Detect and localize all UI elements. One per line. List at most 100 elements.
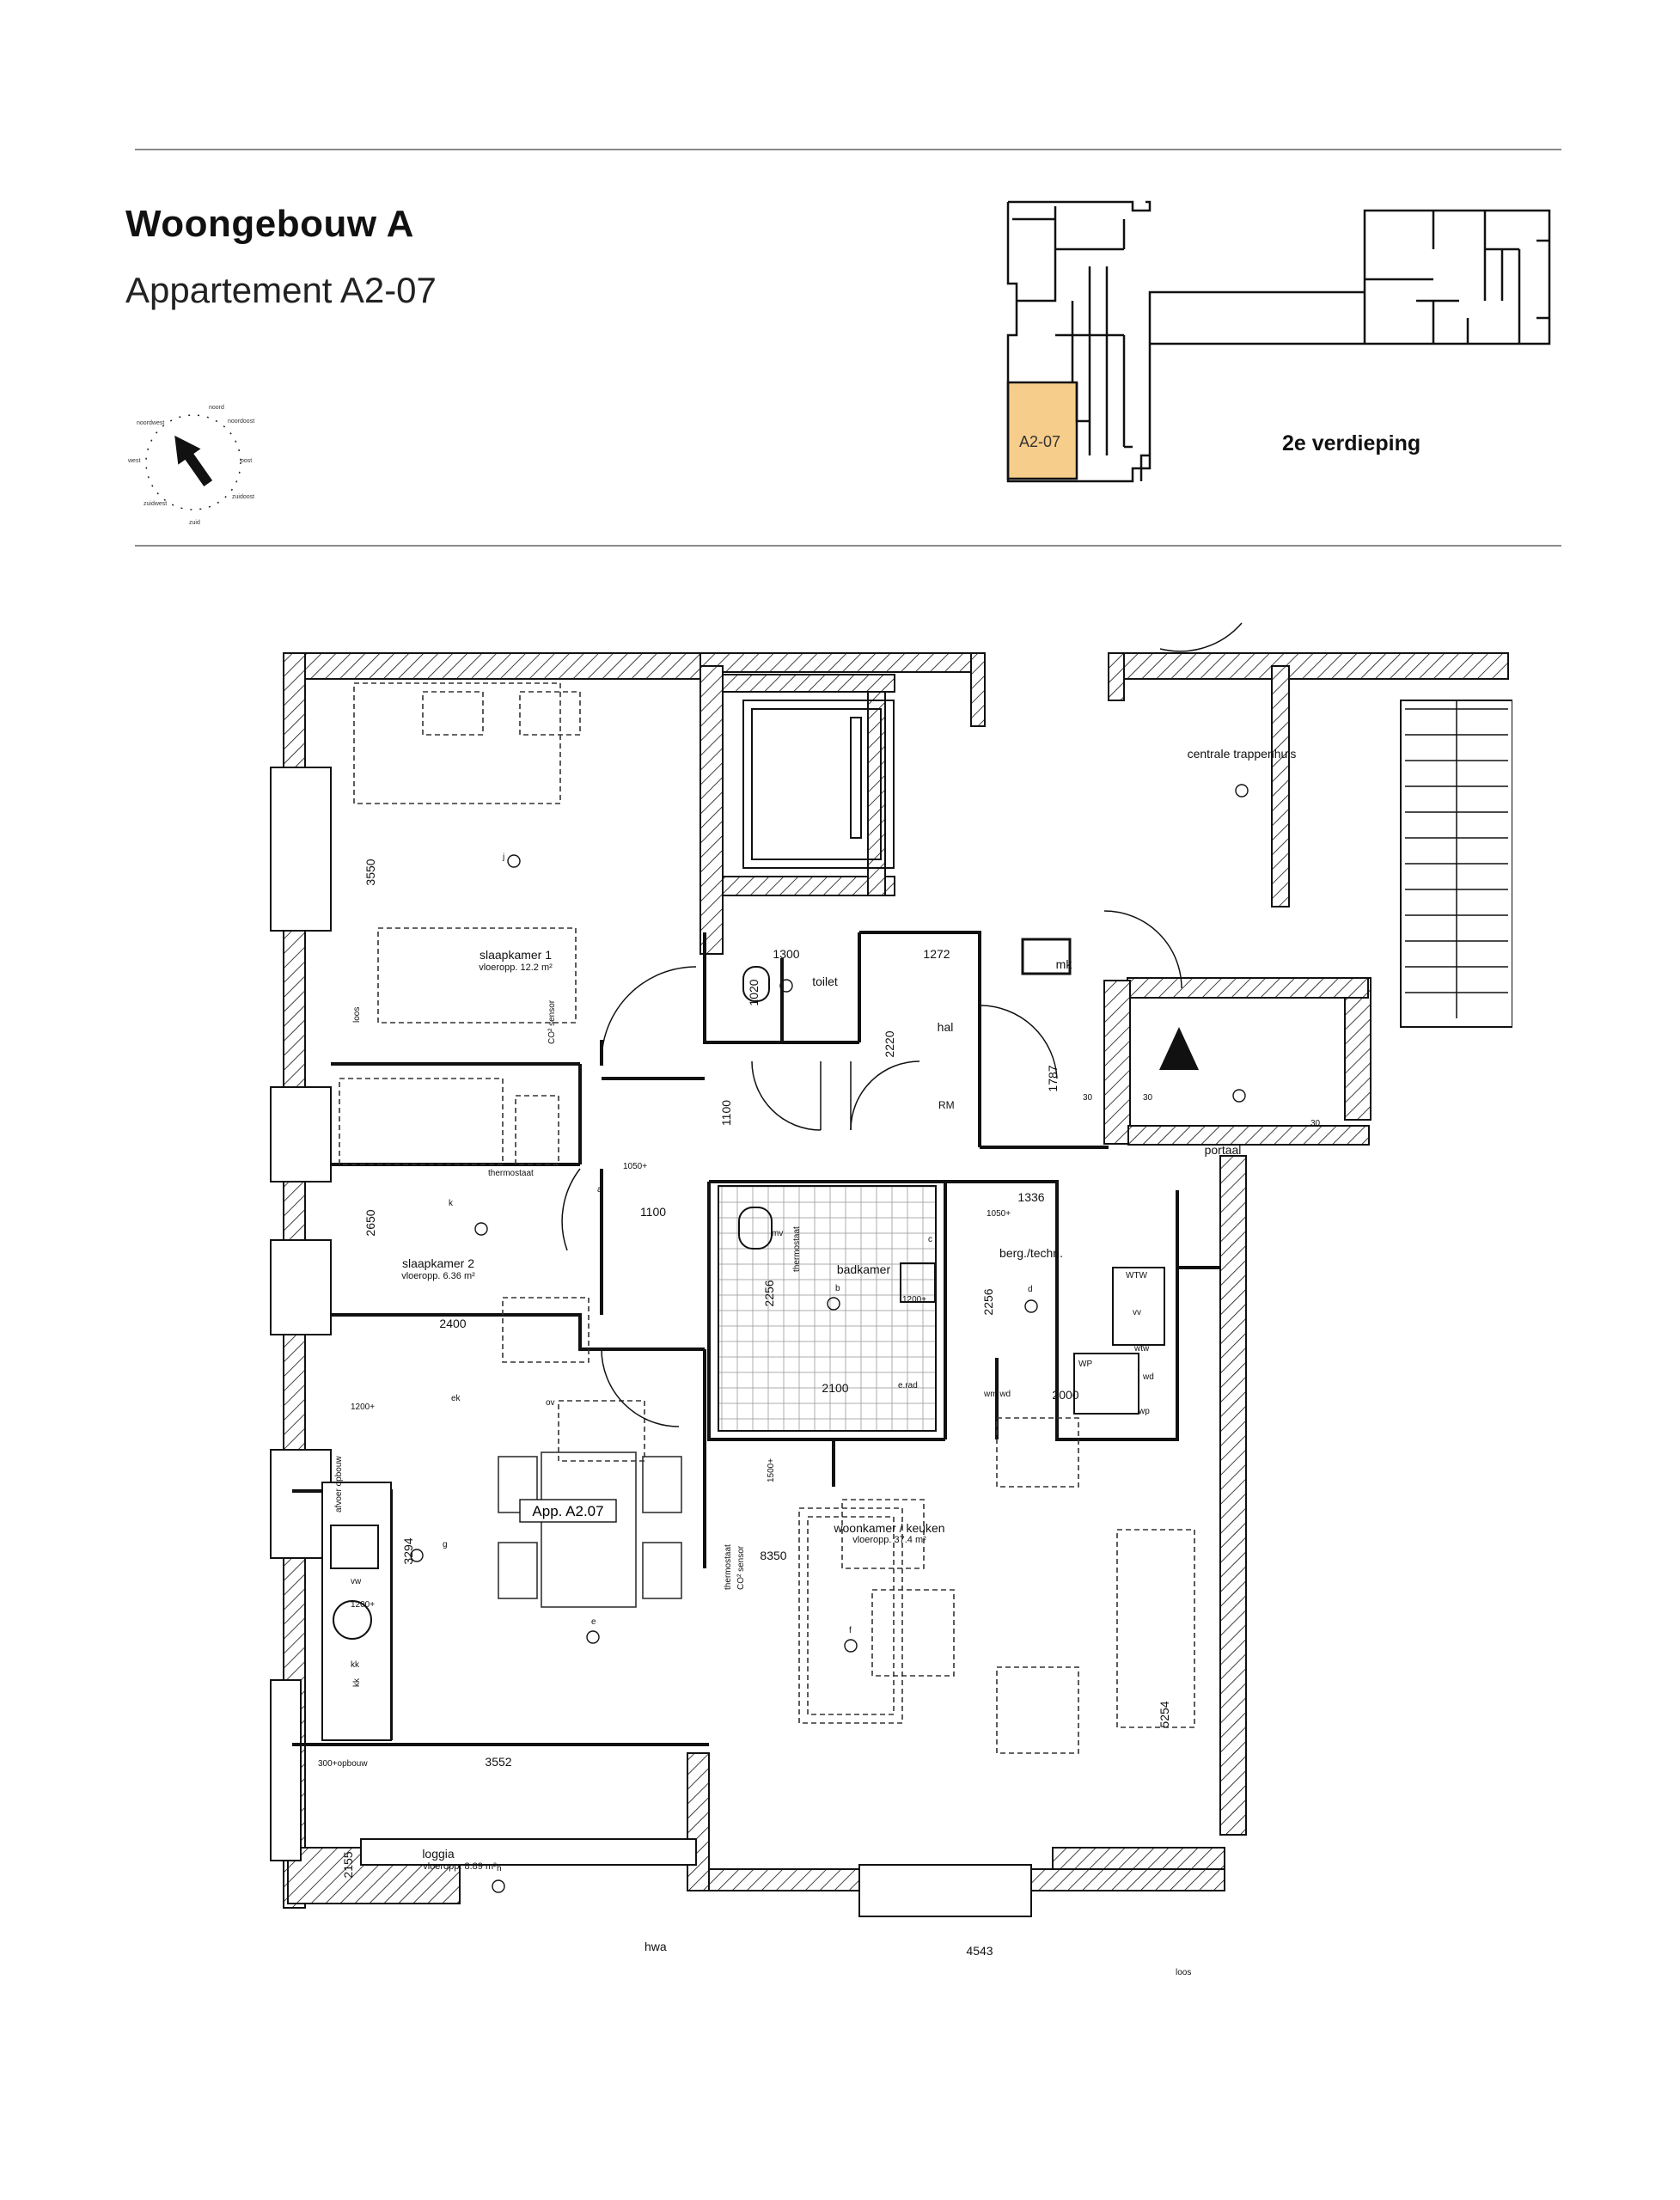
room-label-hal: hal bbox=[938, 1020, 954, 1034]
top-divider bbox=[135, 149, 1561, 150]
dimension-2220: 2220 bbox=[883, 1030, 896, 1057]
wtw-unit bbox=[1112, 1267, 1165, 1346]
compass-label: noordoost bbox=[228, 419, 254, 425]
unit-label: App. A2.07 bbox=[532, 1503, 603, 1519]
dining-table bbox=[498, 1451, 682, 1608]
compass-label: noordwest bbox=[137, 420, 164, 426]
dimension-2100: 2100 bbox=[822, 1381, 848, 1395]
annotation-wd: wd bbox=[1142, 1372, 1154, 1382]
dimension-1100: 1100 bbox=[640, 1205, 666, 1219]
annotation-1050-b: 1050+ bbox=[987, 1209, 1011, 1219]
letter-c: c bbox=[928, 1235, 932, 1244]
room-area-loggia: vloeropp. 8.89 m² bbox=[423, 1861, 497, 1872]
annotation-1200-b: 1200+ bbox=[351, 1600, 375, 1610]
stair bbox=[1405, 700, 1508, 1018]
floor-plan: slaapkamer 1 vloeropp. 12.2 m² slaapkame… bbox=[270, 622, 1512, 1977]
room-area-slaapkamer-1: vloeropp. 12.2 m² bbox=[479, 962, 553, 973]
annotation-30-a: 30 bbox=[1083, 1093, 1093, 1103]
page-subtitle: Appartement A2-07 bbox=[125, 270, 437, 310]
dimension-4543: 4543 bbox=[966, 1944, 993, 1958]
annotation-1200-a: 1200+ bbox=[351, 1402, 375, 1412]
letter-e: e bbox=[591, 1617, 596, 1627]
annotation-300-opbouw: 300+opbouw bbox=[318, 1759, 368, 1769]
page-title: Woongebouw A bbox=[125, 203, 414, 245]
annotation-thermostaat-bad: thermostaat bbox=[792, 1226, 802, 1272]
annotation-ek: ek bbox=[451, 1394, 461, 1403]
annotation-wm-wd: wm wd bbox=[983, 1390, 1011, 1399]
compass-label: zuidoost bbox=[232, 494, 254, 500]
compass-ticks bbox=[145, 414, 241, 510]
compass-rose: noord noordoost oost zuidoost zuid zuidw… bbox=[127, 405, 254, 526]
letter-a: a bbox=[597, 1185, 602, 1195]
dimension-2000: 2000 bbox=[1052, 1388, 1078, 1402]
dimension-2256-bath: 2256 bbox=[762, 1280, 776, 1306]
letter-f: f bbox=[849, 1626, 852, 1635]
letter-g: g bbox=[443, 1540, 448, 1549]
annotation-1050-a: 1050+ bbox=[623, 1162, 647, 1171]
letter-d: d bbox=[1028, 1285, 1033, 1294]
keyplan-unit-label: A2-07 bbox=[1019, 433, 1060, 450]
dimension-1272: 1272 bbox=[923, 947, 950, 961]
compass-label: zuidwest bbox=[144, 501, 167, 507]
compass-label: zuid bbox=[189, 520, 200, 526]
compass-label: west bbox=[127, 458, 140, 464]
room-area-slaapkamer-2: vloeropp. 6.36 m² bbox=[401, 1271, 475, 1281]
room-label-toilet: toilet bbox=[812, 975, 838, 988]
room-label-mk: mk bbox=[1056, 957, 1073, 971]
light-fixtures bbox=[410, 784, 1249, 1893]
annotation-wp-2: wp bbox=[1138, 1407, 1150, 1416]
dimension-2650: 2650 bbox=[363, 1209, 377, 1236]
furniture bbox=[339, 682, 1195, 1754]
dimension-3550: 3550 bbox=[363, 859, 377, 885]
dimension-5254: 5254 bbox=[1158, 1701, 1171, 1727]
annotation-hwa: hwa bbox=[645, 1940, 667, 1953]
annotation-e-rad: e.rad bbox=[898, 1381, 918, 1390]
room-label-loggia: loggia bbox=[422, 1847, 455, 1861]
annotation-1200-c: 1200+ bbox=[902, 1295, 926, 1305]
annotation-vv: vv bbox=[1133, 1308, 1141, 1317]
room-label-woonkamer: woonkamer / keuken bbox=[833, 1521, 944, 1535]
dimension-2256-berging: 2256 bbox=[981, 1288, 995, 1315]
dimension-1336: 1336 bbox=[1017, 1190, 1044, 1204]
room-label-slaapkamer-2: slaapkamer 2 bbox=[402, 1256, 474, 1270]
elevator bbox=[742, 700, 895, 869]
annotation-thermostaat-2: thermostaat bbox=[724, 1544, 733, 1590]
room-label-trappenhuis: centrale trappenhuis bbox=[1188, 747, 1297, 761]
dimension-1100-vertical: 1100 bbox=[719, 1100, 733, 1126]
annotation-mv: mv bbox=[772, 1229, 783, 1238]
toilet-bowl-bath bbox=[738, 1207, 773, 1250]
annotation-loos-1: loos bbox=[352, 1007, 362, 1023]
dimension-3552: 3552 bbox=[485, 1755, 511, 1769]
room-label-slaapkamer-1: slaapkamer 1 bbox=[480, 948, 552, 962]
annotation-wtw: WTW bbox=[1126, 1271, 1148, 1280]
compass-arrow-icon bbox=[174, 435, 213, 487]
annotation-kk-1: kk bbox=[351, 1660, 360, 1670]
compass-label: oost bbox=[241, 458, 252, 464]
room-label-berging: berg./techn. bbox=[999, 1246, 1063, 1260]
annotation-rm: RM bbox=[938, 1099, 955, 1111]
annotation-loos-2: loos bbox=[1176, 1968, 1191, 1977]
annotation-30-c: 30 bbox=[1310, 1119, 1321, 1128]
compass-label: noord bbox=[209, 405, 224, 411]
annotation-ov: ov bbox=[546, 1398, 555, 1408]
dimension-2155: 2155 bbox=[341, 1851, 355, 1878]
dimension-2400: 2400 bbox=[439, 1317, 466, 1330]
annotation-wtw-2: wtw bbox=[1133, 1344, 1150, 1354]
kitchen-sink bbox=[330, 1525, 379, 1569]
wp-unit bbox=[1073, 1353, 1139, 1415]
sofa bbox=[798, 1507, 903, 1724]
annotation-kk-2: kk bbox=[352, 1678, 362, 1687]
annotation-30-b: 30 bbox=[1143, 1093, 1153, 1103]
door-swings bbox=[561, 622, 1243, 1427]
letter-h: h bbox=[497, 1864, 502, 1873]
annotation-co2-sensor: CO² sensor bbox=[547, 999, 557, 1044]
keyplan-highlight-unit bbox=[1006, 381, 1078, 480]
room-label-badkamer: badkamer bbox=[837, 1262, 891, 1276]
annotation-1500: 1500+ bbox=[767, 1458, 776, 1482]
kitchen-hob bbox=[333, 1600, 372, 1640]
annotation-thermostaat: thermostaat bbox=[488, 1169, 534, 1178]
room-area-woonkamer: vloeropp. 37.4 m² bbox=[852, 1535, 926, 1545]
bottom-divider bbox=[135, 545, 1561, 547]
room-label-portaal: portaal bbox=[1205, 1143, 1242, 1157]
meter-box bbox=[1021, 938, 1072, 975]
